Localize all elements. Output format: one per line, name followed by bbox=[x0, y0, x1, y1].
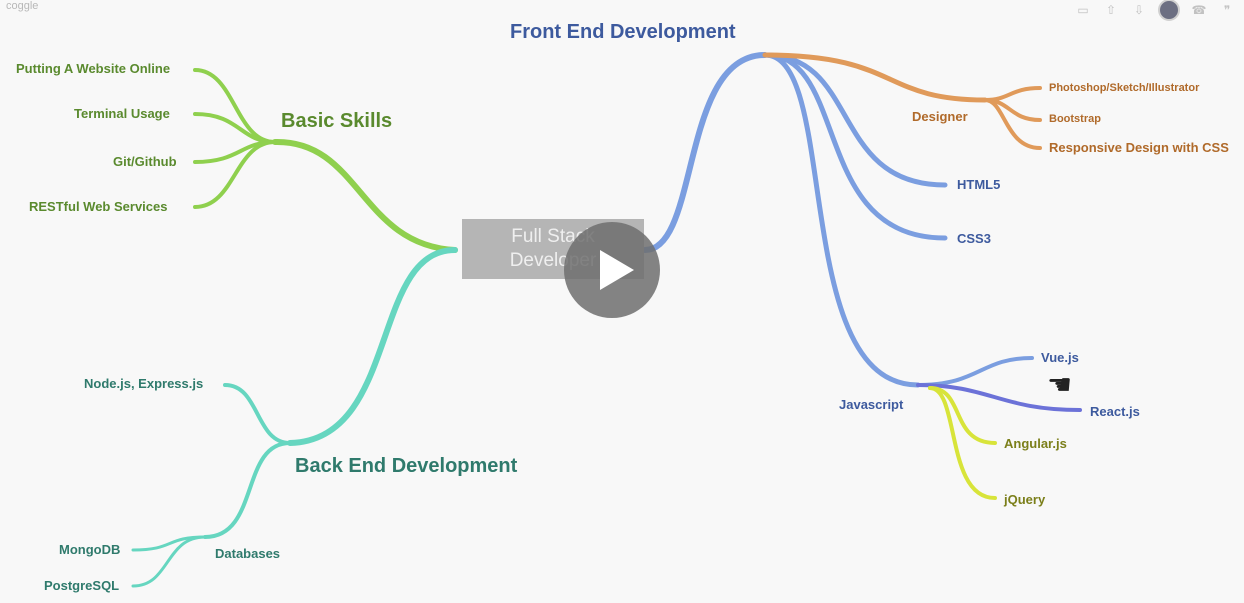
front-end-title[interactable]: Front End Development bbox=[510, 21, 736, 43]
js-item-angular[interactable]: Angular.js bbox=[1004, 436, 1067, 451]
avatar[interactable] bbox=[1158, 0, 1180, 21]
js-item-react[interactable]: React.js bbox=[1090, 404, 1140, 419]
js-item-jquery[interactable]: jQuery bbox=[1004, 492, 1046, 507]
quote-icon[interactable]: ❞ bbox=[1223, 3, 1231, 17]
app-logo: coggle bbox=[6, 0, 39, 12]
db-item-postgresql[interactable]: PostgreSQL bbox=[44, 578, 120, 593]
js-item-vue[interactable]: Vue.js bbox=[1041, 350, 1079, 365]
designer-item-bootstrap[interactable]: Bootstrap bbox=[1049, 113, 1101, 125]
download-icon[interactable]: ⇩ bbox=[1133, 3, 1145, 17]
basic-item-terminal[interactable]: Terminal Usage bbox=[74, 106, 170, 121]
backend-databases[interactable]: Databases bbox=[215, 546, 281, 561]
phone-icon[interactable]: ☎ bbox=[1191, 3, 1207, 17]
backend-item-node[interactable]: Node.js, Express.js bbox=[84, 376, 204, 391]
db-item-mongodb[interactable]: MongoDB bbox=[59, 542, 121, 557]
frontend-designer[interactable]: Designer bbox=[912, 109, 968, 124]
react-branch bbox=[916, 383, 1082, 412]
frontend-html5[interactable]: HTML5 bbox=[957, 177, 1001, 192]
basic-item-website-online[interactable]: Putting A Website Online bbox=[16, 61, 171, 76]
screen-icon[interactable]: ▭ bbox=[1077, 3, 1089, 17]
upload-icon[interactable]: ⇧ bbox=[1105, 3, 1117, 17]
basic-item-git[interactable]: Git/Github bbox=[113, 154, 177, 169]
hand-cursor-icon: ☚ bbox=[1047, 368, 1073, 401]
basic-item-restful[interactable]: RESTful Web Services bbox=[29, 199, 168, 214]
top-toolbar: ▭ ⇧ ⇩ ☎ ❞ bbox=[1074, 0, 1236, 21]
designer-item-photoshop[interactable]: Photoshop/Sketch/Illustrator bbox=[1049, 82, 1200, 94]
designer-branch bbox=[762, 52, 1042, 150]
frontend-css3[interactable]: CSS3 bbox=[957, 231, 991, 246]
javascript-yellow-branch bbox=[928, 386, 997, 500]
basic-skills-branch bbox=[193, 68, 458, 253]
play-button[interactable] bbox=[564, 222, 660, 318]
designer-item-responsive[interactable]: Responsive Design with CSS bbox=[1049, 140, 1229, 155]
front-end-branch bbox=[642, 52, 1034, 388]
play-icon bbox=[600, 250, 634, 290]
back-end-title[interactable]: Back End Development bbox=[295, 455, 518, 477]
frontend-javascript[interactable]: Javascript bbox=[839, 397, 904, 412]
back-end-branch bbox=[131, 247, 458, 588]
basic-skills-title[interactable]: Basic Skills bbox=[281, 110, 393, 132]
